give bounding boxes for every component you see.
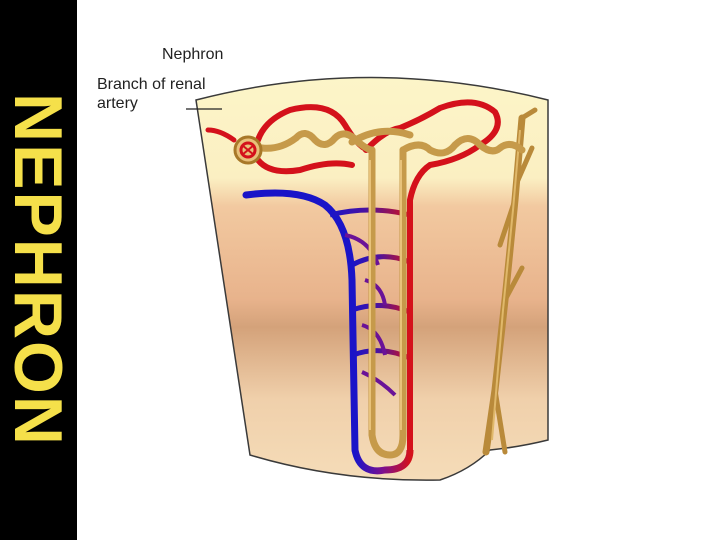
nephron-label: Nephron [162, 45, 223, 64]
glomerulus [235, 137, 261, 163]
renal-artery-label: Branch of renal artery [97, 75, 207, 113]
